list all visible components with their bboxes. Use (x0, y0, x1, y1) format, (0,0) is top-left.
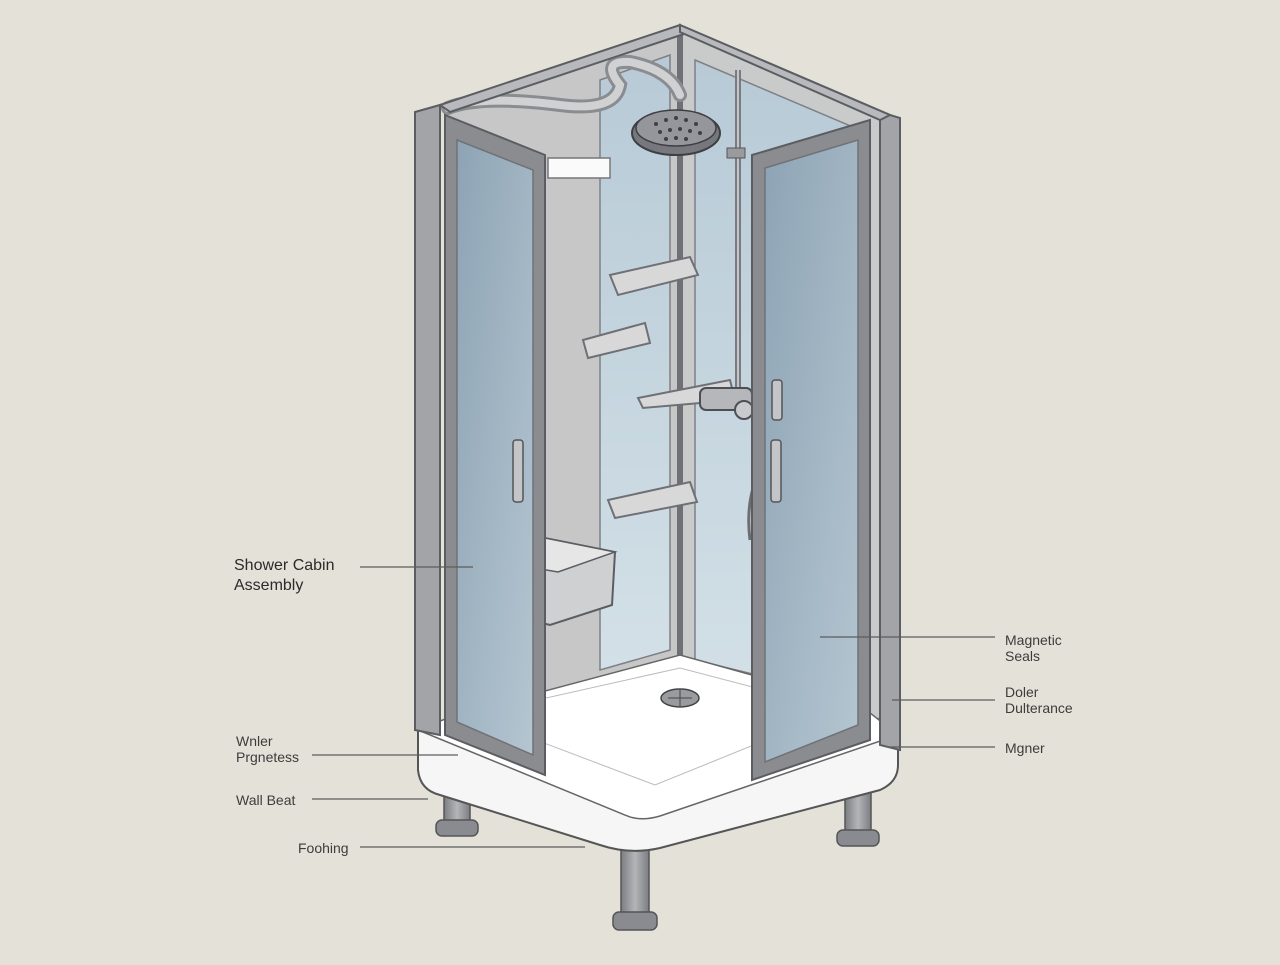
label-water-proofness: Wnler Prgnetess (236, 733, 300, 765)
label-footing: Foohing (298, 840, 349, 856)
left-frame (414, 23, 693, 737)
left-door-handle-icon (512, 439, 524, 503)
rain-shower-head (441, 54, 746, 400)
label-hinge: Mgner (1005, 740, 1045, 756)
right-glass-door (751, 118, 871, 782)
top-light-icon (547, 157, 611, 179)
right-door-handle-icon (770, 439, 782, 503)
left-glass-door (444, 113, 611, 777)
label-door-clearance: Doler Dulterance (1005, 684, 1073, 716)
label-assembly: Shower Cabin Assembly (234, 557, 335, 594)
label-magnetic-seals: Magnetic Seals (1005, 632, 1062, 664)
right-frame (679, 23, 901, 752)
leader-lines (312, 566, 995, 848)
label-wall-seat: Wall Beat (236, 792, 296, 808)
